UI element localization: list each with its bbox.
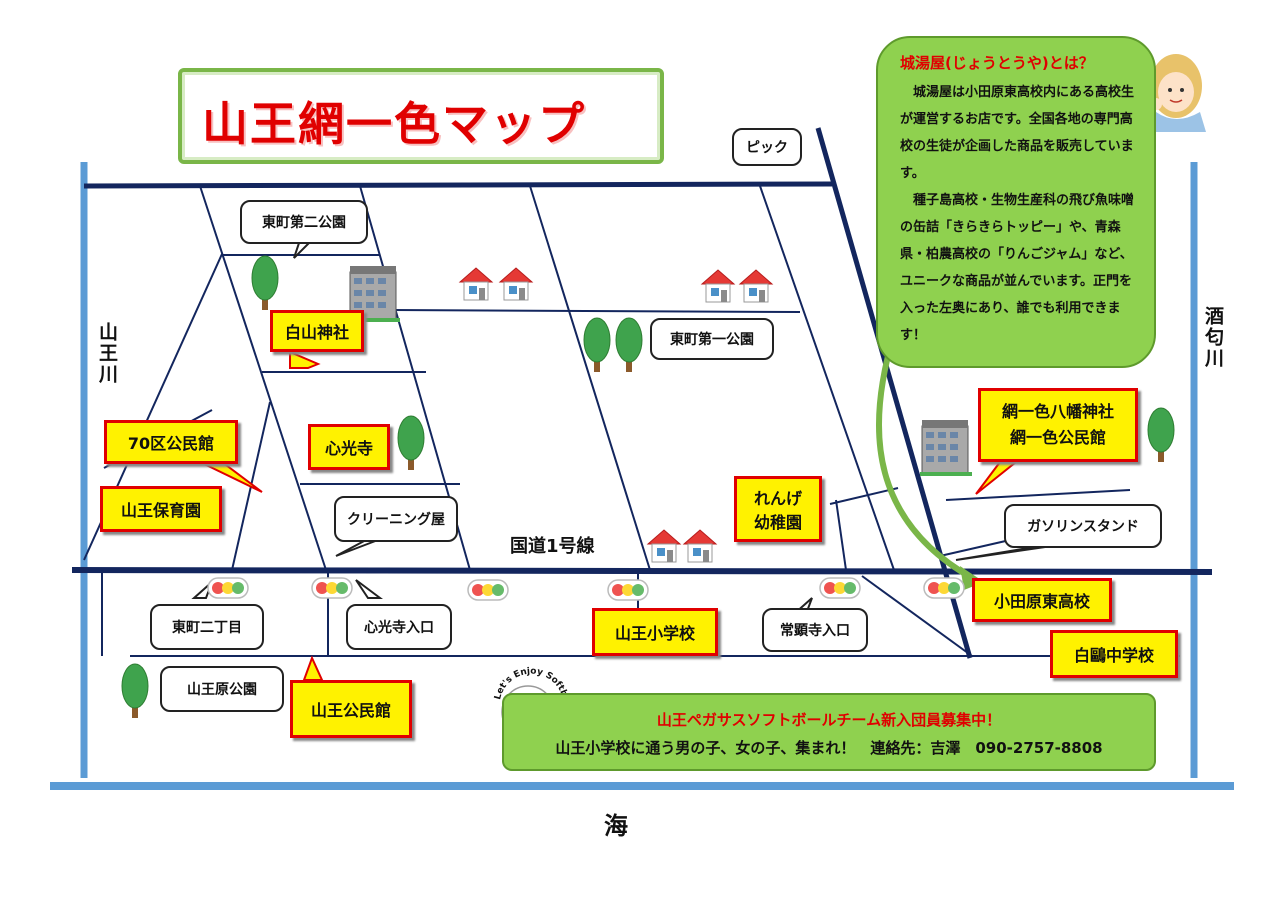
sannogawa-label: 山王川 <box>96 322 118 385</box>
jokenji-entrance-label: 常顕寺入口 <box>762 608 868 652</box>
building-icon <box>919 419 973 477</box>
tree-icon <box>397 415 425 471</box>
tree-icon <box>251 255 279 311</box>
softball-recruit-banner: 山王ペガサスソフトボールチーム新入団員募集中！ 山王小学校に通う男の子、女の子、… <box>502 693 1156 771</box>
title-frame <box>178 68 664 164</box>
route1-label: 国道1号線 <box>510 536 595 557</box>
shinkoji-entrance-label: 心光寺入口 <box>346 604 452 650</box>
info-heading: 城湯屋(じょうとうや)とは？ <box>900 54 1094 72</box>
traffic-light-icon <box>311 577 353 599</box>
tree-icon <box>583 317 611 373</box>
renge-line-1: れんげ <box>753 489 802 508</box>
house-icon <box>701 269 735 303</box>
sanno-elementary-label: 山王小学校 <box>592 608 718 656</box>
cleaning-shop-label: クリーニング屋 <box>334 496 458 542</box>
page-title: 山王網一色マップ <box>202 97 586 151</box>
traffic-light-icon <box>819 577 861 599</box>
house-icon <box>647 529 681 563</box>
tree-icon <box>1147 407 1175 463</box>
banner-contact: 山王小学校に通う男の子、女の子、集まれ！ 連絡先：吉澤 090-2757-880… <box>555 739 1103 757</box>
hachiman-shrine-name: 網一色八幡神社 <box>1001 402 1114 421</box>
info-paragraph-2: 種子島高校・生物生産科の飛び魚味噌の缶詰「きらきらトッピー」や、青森県・柏農高校… <box>900 193 1135 343</box>
tree-icon <box>121 663 149 719</box>
girl-character-icon <box>1150 54 1206 132</box>
house-icon <box>499 267 533 301</box>
route1-road <box>71 567 1213 575</box>
house-icon <box>739 269 773 303</box>
higashimachi-2chome-label: 東町二丁目 <box>150 604 264 650</box>
amiisshiki-shrine-label: 網一色八幡神社 網一色公民館 <box>978 388 1138 462</box>
house-icon <box>683 529 717 563</box>
traffic-light-icon <box>607 579 649 601</box>
info-paragraph-1: 城湯屋は小田原東高校内にある高校生が運営するお店です。全国各地の専門高校の生徒が… <box>900 85 1135 181</box>
traffic-light-icon <box>207 577 249 599</box>
traffic-light-icon <box>923 577 965 599</box>
renge-kindergarten-label: れんげ 幼稚園 <box>734 476 822 542</box>
joutouya-info-box: 城湯屋(じょうとうや)とは？ 城湯屋は小田原東高校内にある高校生が運営するお店で… <box>876 36 1156 368</box>
sannobara-park-label: 山王原公園 <box>160 666 284 712</box>
sanno-community-hall-label: 山王公民館 <box>290 680 412 738</box>
house-icon <box>459 267 493 301</box>
shinkoji-temple-label: 心光寺 <box>308 424 390 470</box>
pick-label: ピック <box>732 128 802 166</box>
tree-icon <box>615 317 643 373</box>
sea-label: 海 <box>604 812 628 840</box>
sanno-nursery-label: 山王保育園 <box>100 486 222 532</box>
higashimachi-2-park-label: 東町第二公園 <box>240 200 368 244</box>
renge-line-2: 幼稚園 <box>753 513 802 532</box>
traffic-light-icon <box>467 579 509 601</box>
higashimachi-1-park-label: 東町第一公園 <box>650 318 774 360</box>
kumin-70-hall-label: 70区公民館 <box>104 420 238 464</box>
banner-headline: 山王ペガサスソフトボールチーム新入団員募集中！ <box>656 711 1002 729</box>
odawara-higashi-high-label: 小田原東高校 <box>972 578 1112 622</box>
hakuo-junior-high-label: 白鷗中学校 <box>1050 630 1178 678</box>
amiisshiki-hall-name: 網一色公民館 <box>1009 428 1106 447</box>
sakawagawa-label: 酒匂川 <box>1202 306 1224 369</box>
hakusan-shrine-label: 白山神社 <box>270 310 364 352</box>
gas-station-label: ガソリンスタンド <box>1004 504 1162 548</box>
